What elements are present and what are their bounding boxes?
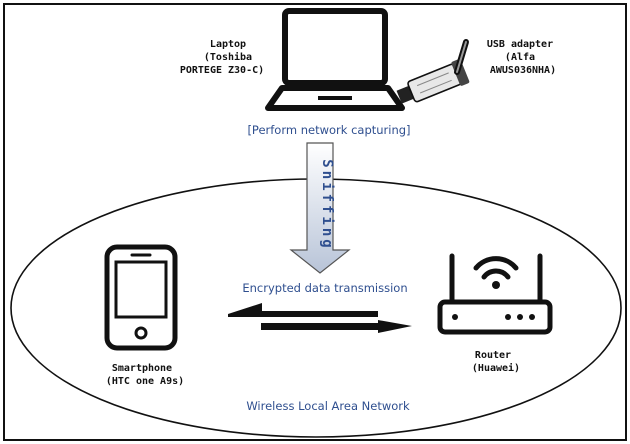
transmission-arrows	[228, 303, 412, 333]
laptop-label: Laptop (Toshiba PORTEGE Z30-C)	[180, 39, 264, 76]
sniffing-arrow	[289, 142, 351, 274]
router-label: Router (Huawei)	[472, 350, 520, 374]
usb-adapter-icon	[396, 39, 470, 104]
arrow-to-router	[261, 320, 412, 333]
smartphone-label: Smartphone (HTC one A9s)	[106, 363, 184, 387]
transmission-label: Encrypted data transmission	[242, 281, 407, 295]
usb-adapter-label: USB adapter (Alfa AWUS036NHA)	[487, 39, 559, 76]
router-icon	[437, 253, 553, 335]
laptop-icon	[265, 8, 405, 111]
smartphone-icon	[104, 244, 178, 351]
arrow-to-smartphone	[228, 303, 378, 317]
sniffing-label: Sniffing	[319, 159, 335, 250]
network-label: Wireless Local Area Network	[246, 399, 410, 413]
capture-annotation: [Perform network capturing]	[247, 123, 410, 137]
